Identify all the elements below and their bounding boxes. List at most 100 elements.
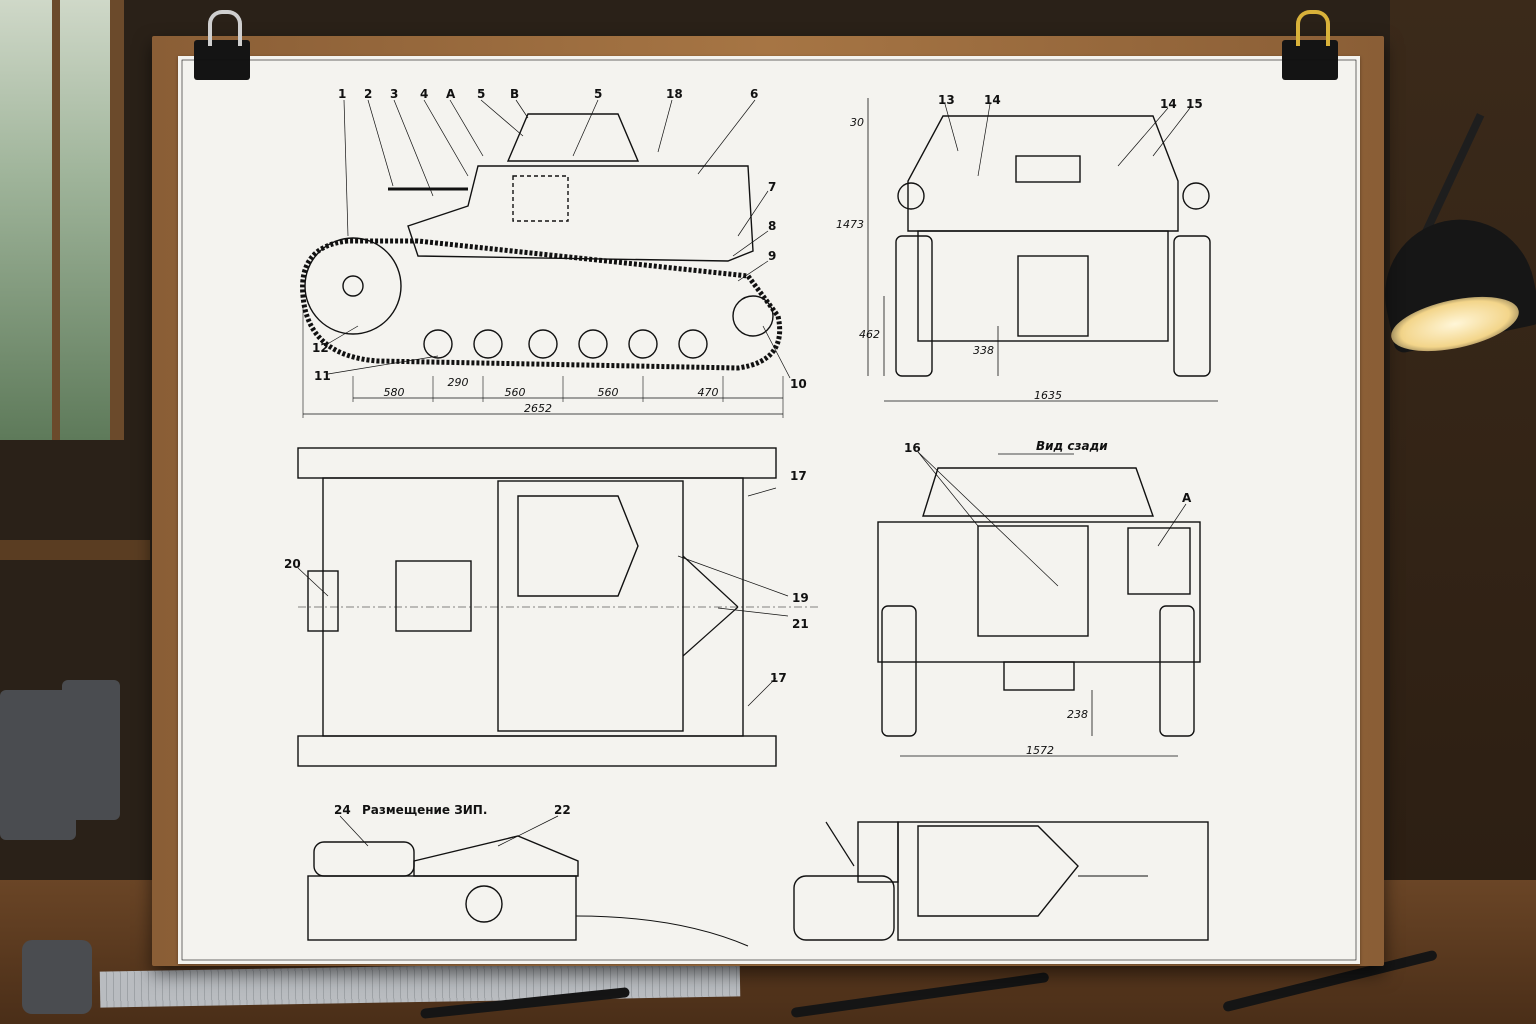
window [0, 0, 124, 440]
leader-line [762, 325, 791, 379]
callout-label: 5 [594, 87, 602, 101]
callout-label: 3 [390, 87, 398, 101]
front-view-labels: 13 14 14 15 30 1473 462 338 1635 [836, 93, 1203, 402]
callout-label: 20 [284, 557, 301, 571]
headlight [1182, 182, 1210, 210]
lower-hull [897, 821, 1209, 941]
tow-bar [682, 606, 739, 657]
rear-left-track [881, 605, 917, 737]
top-hatch [395, 560, 472, 632]
top-track-upper [297, 447, 777, 479]
leader-line [1117, 107, 1169, 167]
road-wheel [528, 329, 558, 359]
leader-line [423, 99, 469, 177]
dimension-value: 462 [859, 328, 880, 341]
callout-label: 14 [1160, 97, 1177, 111]
dimension-value: 290 [448, 376, 469, 389]
leader-line [515, 99, 529, 119]
tool-cup [62, 680, 120, 820]
binder-clip-wire [208, 10, 242, 46]
view-title: Вид сзади [1036, 439, 1108, 453]
stowage-lamp [465, 885, 503, 923]
leader-line [697, 99, 756, 175]
front-hatch [1015, 155, 1081, 183]
callout-label: 7 [768, 180, 776, 194]
lower-stowage [793, 875, 895, 941]
leader-line [977, 103, 991, 177]
callout-label: 8 [768, 219, 776, 233]
idler-wheel [732, 295, 774, 337]
zip-caption: Размещение ЗИП. [362, 803, 487, 817]
leader-line [480, 99, 524, 137]
callout-label: 17 [790, 469, 807, 483]
leader-line [343, 99, 349, 237]
dimension-value: 1635 [1034, 389, 1062, 402]
side-view-labels: 1 2 3 4 А 5 В 5 18 6 7 8 9 10 11 12 580 … [312, 87, 807, 415]
drive-sprocket [304, 237, 402, 335]
technical-drawing: 1 2 3 4 А 5 В 5 18 6 7 8 9 10 11 12 580 … [181, 59, 1357, 961]
front-lower-hull [917, 230, 1169, 342]
headlight [897, 182, 925, 210]
sheet-border [181, 59, 1357, 961]
stowage-roll [313, 841, 415, 877]
leader-line [449, 99, 484, 157]
blueprint-sheet [178, 56, 1360, 964]
leader-line [572, 99, 599, 157]
leader-line [737, 190, 769, 237]
front-hull [907, 115, 1179, 232]
tow-cable [575, 915, 749, 947]
drive-sprocket-hub [342, 275, 364, 297]
left-track [895, 235, 933, 377]
callout-label: 22 [554, 803, 571, 817]
top-engine-deck [497, 480, 684, 732]
turret-outline [506, 113, 640, 162]
hull-outline [407, 165, 754, 262]
dimension-value: 238 [1067, 708, 1088, 721]
lower-turret [857, 821, 899, 883]
leader-line [339, 815, 369, 847]
leader-line [297, 567, 329, 597]
dimension-value: 560 [505, 386, 526, 399]
leader-line [917, 451, 979, 527]
road-wheel [423, 329, 453, 359]
dimension-value: 1572 [1026, 744, 1054, 757]
leader-line [1152, 107, 1191, 157]
window-mullion [52, 0, 60, 440]
dimension-value: 30 [850, 116, 864, 129]
leader-line [393, 99, 434, 197]
callout-label: 4 [420, 87, 428, 101]
rear-view-labels: 16 А 238 1572 [904, 441, 1192, 757]
front-view [867, 98, 1218, 402]
callout-label: 13 [938, 93, 955, 107]
callout-label: 19 [792, 591, 809, 605]
callout-label: А [446, 87, 456, 101]
rear-hull [877, 521, 1201, 663]
bottom-left-view [307, 815, 749, 947]
callout-label: 11 [314, 369, 331, 383]
callout-label: В [510, 87, 519, 101]
side-view [300, 99, 791, 418]
callout-label: 2 [364, 87, 372, 101]
top-view [297, 447, 818, 767]
rear-view: Вид сзади [877, 439, 1201, 757]
right-shelf [1390, 0, 1536, 1024]
callout-label: 17 [770, 671, 787, 685]
right-track [1173, 235, 1211, 377]
callout-label: 15 [1186, 97, 1203, 111]
leader-line [367, 99, 394, 187]
leader-line [747, 487, 777, 497]
leader-line [747, 677, 777, 707]
top-view-labels: 17 20 19 21 17 [284, 469, 809, 685]
top-track-lower [297, 735, 777, 767]
leader-line [717, 607, 789, 617]
metal-jar [22, 940, 92, 1014]
left-shelf [0, 540, 150, 560]
leader-line [497, 815, 559, 847]
callout-label: 21 [792, 617, 809, 631]
leader-line [1157, 503, 1187, 547]
lower-engine [917, 825, 1079, 917]
callout-label: А [1182, 491, 1192, 505]
rear-box [1127, 527, 1191, 595]
dimension-value: 560 [598, 386, 619, 399]
callout-label: 14 [984, 93, 1001, 107]
